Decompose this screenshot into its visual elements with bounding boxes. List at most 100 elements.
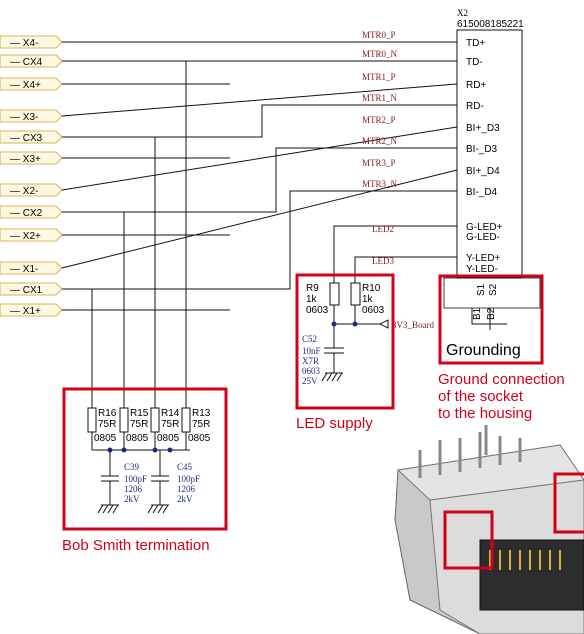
- connector-pin-label: G-LED-: [466, 232, 500, 243]
- port-label: — X4+: [10, 80, 41, 91]
- port-x4minus: — X4-: [0, 35, 63, 49]
- bob-smith-section: R1675R0805R1575R0805R1475R0805R1375R0805…: [62, 387, 228, 554]
- port-label: — X1-: [10, 264, 38, 275]
- net-label-mtr0_n: MTR0_N: [362, 49, 398, 59]
- port-cx2: — CX2: [0, 205, 63, 219]
- bottom-pin-b1: B1: [472, 307, 483, 320]
- resistor-ref: R16: [98, 408, 117, 419]
- r9-pkg: 0603: [306, 305, 329, 316]
- shield-pin-s2: S2: [488, 283, 499, 296]
- port-cx4: — CX4: [0, 54, 63, 68]
- bob-smith-highlight-box: [62, 387, 228, 531]
- port-label: — X3+: [10, 154, 41, 165]
- r10-pkg: 0603: [362, 305, 385, 316]
- port-label: — CX4: [10, 57, 43, 68]
- port-label: — X3-: [10, 112, 38, 123]
- resistor-ref: R13: [192, 408, 211, 419]
- port-x3minus: — X3-: [0, 109, 63, 123]
- connector-pin-label: BI-_D3: [466, 144, 498, 155]
- port-label: — CX2: [10, 208, 43, 219]
- c39-pkg: 1206: [124, 484, 143, 494]
- port-x4plus: — X4+: [0, 77, 63, 91]
- net-label-mtr1_n: MTR1_N: [362, 93, 398, 103]
- resistor-value: 75R: [192, 419, 210, 430]
- led-supply-highlight-box: [295, 273, 395, 410]
- r10-ref: R10: [362, 283, 381, 294]
- ground-note-line-3: to the housing: [438, 405, 532, 422]
- resistor-ref: R15: [130, 408, 149, 419]
- connector-pin-label: BI+_D3: [466, 123, 500, 134]
- wires: [61, 41, 458, 408]
- grounding-highlight-box: [438, 274, 544, 365]
- port-x1minus: — X1-: [0, 261, 63, 275]
- resistor-pkg: 0805: [94, 433, 117, 444]
- connector-ref: X2: [457, 8, 468, 18]
- led-supply-section: R9 1k 0603 R10 1k 0603 3V3_Board C52 10n…: [295, 273, 434, 432]
- left-ports: — X4- — CX4 — X4+ — X3- — CX3 — X3+ — X2- — CX2…: [0, 35, 63, 317]
- connector-x2: X2 615008185221 TD+TD-RD+RD-BI+_D3BI-_D3…: [443, 8, 541, 330]
- connector-pin-label: Y-LED+: [466, 253, 501, 264]
- resistor-pkg: 0805: [126, 433, 149, 444]
- net-label-mtr3_n: MTR3_N: [362, 179, 398, 189]
- net-label-mtr0_p: MTR0_P: [362, 30, 396, 40]
- resistor-ref: R14: [161, 408, 180, 419]
- grounding-label: Grounding: [446, 342, 521, 359]
- port-label: — CX3: [10, 133, 43, 144]
- connector-pin-label: G-LED+: [466, 222, 503, 233]
- port-cx3: — CX3: [0, 130, 63, 144]
- shield-pin-s1: S1: [476, 283, 487, 296]
- port-label: — X2+: [10, 231, 41, 242]
- port-label: — X4-: [10, 38, 38, 49]
- port-x2minus: — X2-: [0, 183, 63, 197]
- port-label: — CX1: [10, 285, 43, 296]
- port-x1plus: — X1+: [0, 303, 63, 317]
- resistor-value: 75R: [161, 419, 179, 430]
- ground-note-line-1: Ground connection: [438, 371, 565, 388]
- c39-ref: C39: [124, 462, 140, 472]
- c39-value: 100pF: [124, 474, 147, 484]
- c52-rating: 25V: [302, 376, 318, 386]
- net-label-mtr2_n: MTR2_N: [362, 136, 398, 146]
- port-x2plus: — X2+: [0, 228, 63, 242]
- net-label-mtr1_p: MTR1_P: [362, 72, 396, 82]
- port-x3plus: — X3+: [0, 151, 63, 165]
- connector-pin-label: TD+: [466, 38, 485, 49]
- power-net-3v3: 3V3_Board: [392, 320, 434, 330]
- c52-ref: C52: [302, 334, 317, 344]
- c45-rating: 2kV: [177, 494, 193, 504]
- resistor-value: 75R: [130, 419, 148, 430]
- r9-ref: R9: [306, 283, 319, 294]
- resistor-value: 75R: [98, 419, 116, 430]
- resistor-pkg: 0805: [188, 433, 211, 444]
- r10-value: 1k: [362, 294, 374, 305]
- r9-value: 1k: [306, 294, 318, 305]
- housing-tab-highlight-left: [443, 510, 494, 570]
- bob-smith-label: Bob Smith termination: [62, 537, 210, 554]
- c39-rating: 2kV: [124, 494, 140, 504]
- c45-pkg: 1206: [177, 484, 196, 494]
- port-cx1: — CX1: [0, 282, 63, 296]
- net-label-led3: LED3: [372, 256, 394, 266]
- port-label: — X2-: [10, 186, 38, 197]
- connector-pin-labels: TD+TD-RD+RD-BI+_D3BI-_D3BI+_D4BI-_D4G-LE…: [466, 38, 503, 275]
- connector-pin-label: TD-: [466, 57, 483, 68]
- c52-pkg: 0603: [302, 366, 321, 376]
- c45-value: 100pF: [177, 474, 200, 484]
- net-label-mtr2_p: MTR2_P: [362, 115, 396, 125]
- bottom-pin-b2: B2: [486, 307, 497, 320]
- led-supply-label: LED supply: [296, 415, 373, 432]
- net-labels: MTR0_P MTR0_N MTR1_P MTR1_N MTR2_P MTR2_N MTR3…: [362, 30, 398, 266]
- ground-note-line-2: of the socket: [438, 388, 524, 405]
- net-label-led2: LED2: [372, 224, 394, 234]
- connector-part: 615008185221: [457, 19, 524, 30]
- rj45-socket-image: [394, 425, 584, 634]
- housing-tab-highlight-right: [553, 472, 584, 534]
- c52-dielectric: X7R: [302, 356, 319, 366]
- c45-ref: C45: [177, 462, 193, 472]
